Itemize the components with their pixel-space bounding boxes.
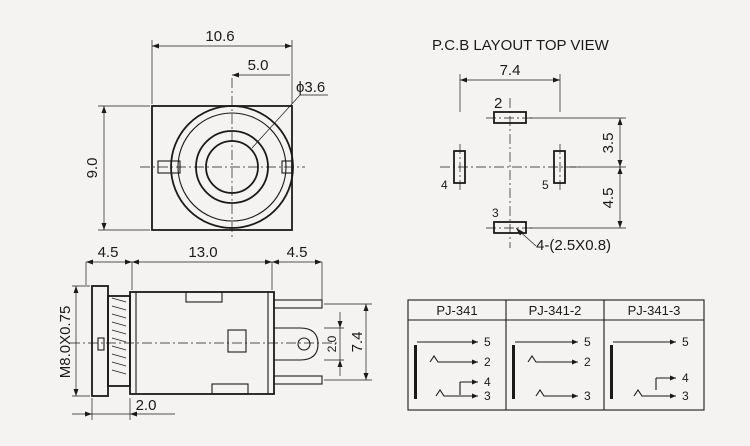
wire-switch-2 <box>527 355 578 363</box>
wire-arrow <box>472 339 478 345</box>
side-pin-top <box>273 299 323 309</box>
side-bottom-tab <box>211 383 249 395</box>
leader-line <box>251 94 301 149</box>
wire-4 <box>655 377 676 390</box>
wire-switch-3 <box>435 389 478 397</box>
side-right-length-label: 4.5 <box>287 244 308 261</box>
side-view: 4.5 13.0 4.5 M8.0X0.75 2.0 <box>57 244 372 420</box>
pcb-pad-label: 5 <box>542 178 549 192</box>
leader-arrow <box>516 228 524 236</box>
wire-arrow <box>670 393 676 399</box>
wire-arrow <box>572 359 578 365</box>
pcb-pad-size-label: 4-(2.5X0.8) <box>536 237 611 254</box>
pcb-pad-label: 4 <box>441 178 448 192</box>
schematic-pj-341: 5 2 4 3 <box>414 335 491 403</box>
side-window <box>227 329 247 353</box>
wire-arrow <box>472 393 478 399</box>
side-bottom-length-label: 2.0 <box>136 397 157 414</box>
wire-arrow <box>472 359 478 365</box>
pin-label: 2 <box>584 355 591 369</box>
pin-label: 5 <box>484 335 491 349</box>
front-half-label: 5.0 <box>248 57 269 74</box>
side-pin-gap-label: 2.0 <box>325 335 339 352</box>
wire-switch-3 <box>633 389 676 397</box>
side-thread <box>107 295 131 387</box>
pcb-layout: P.C.B LAYOUT TOP VIEW 7.4 2 4 5 3 3.5 4.… <box>432 37 626 254</box>
table-header-pj-341-2: PJ-341-2 <box>529 303 582 318</box>
table-border <box>407 299 705 411</box>
pcb-pad-label: 2 <box>494 95 502 112</box>
pin-label: 4 <box>682 371 689 385</box>
sleeve-bar <box>610 345 613 399</box>
dimension-arrows <box>86 259 322 265</box>
pin-label: 5 <box>682 335 689 349</box>
dimension-arrow <box>232 72 239 78</box>
table-header-pj-341-3: PJ-341-3 <box>628 303 681 318</box>
wire-arrow <box>572 393 578 399</box>
pcb-lower-label: 4.5 <box>600 188 617 209</box>
table-header-pj-341: PJ-341 <box>436 303 477 318</box>
wire-3 <box>535 389 578 397</box>
side-top-tab <box>185 291 223 303</box>
sleeve-bar <box>414 345 417 399</box>
front-height-label: 9.0 <box>84 158 101 179</box>
side-thread-hatch <box>111 297 127 375</box>
wire-4 <box>459 381 478 395</box>
side-body-length-label: 13.0 <box>188 244 217 261</box>
pin-label: 3 <box>484 389 491 403</box>
wire-arrow <box>572 339 578 345</box>
wire-arrow <box>472 379 478 385</box>
schematic-pj-341-3: 5 4 3 <box>610 335 689 403</box>
schematic-pj-341-2: 5 2 3 <box>512 335 591 403</box>
side-pin-middle <box>274 327 319 361</box>
pcb-width-label: 7.4 <box>500 62 521 79</box>
pin-label: 5 <box>584 335 591 349</box>
wire-arrow <box>670 339 676 345</box>
pin-label: 3 <box>584 389 591 403</box>
sleeve-bar <box>512 345 515 399</box>
side-height-label: 7.4 <box>349 332 366 353</box>
side-pin-hole <box>297 337 311 351</box>
side-left-length-label: 4.5 <box>98 244 119 261</box>
front-width-label: 10.6 <box>205 28 234 45</box>
side-nut-slot <box>97 337 105 351</box>
schematic-table: PJ-341 PJ-341-2 PJ-341-3 5 2 4 3 <box>407 299 705 411</box>
pcb-upper-label: 3.5 <box>600 133 617 154</box>
side-pin-bottom <box>273 375 323 385</box>
wire-arrow <box>670 375 676 381</box>
pin-label: 3 <box>682 389 689 403</box>
wire-switch-2 <box>429 355 478 363</box>
dimension-arrows <box>617 118 623 228</box>
front-view: 10.6 5.0 ϕ3.6 9.0 <box>84 28 328 240</box>
pin-label: 2 <box>484 355 491 369</box>
front-diameter-label: ϕ3.6 <box>296 79 325 96</box>
pcb-pad-label: 3 <box>492 206 499 220</box>
side-nut <box>91 285 109 397</box>
pin-label: 4 <box>484 375 491 389</box>
side-thread-label: M8.0X0.75 <box>57 306 74 379</box>
pcb-layout-title: P.C.B LAYOUT TOP VIEW <box>432 37 610 54</box>
front-view-body-outline <box>151 105 293 231</box>
